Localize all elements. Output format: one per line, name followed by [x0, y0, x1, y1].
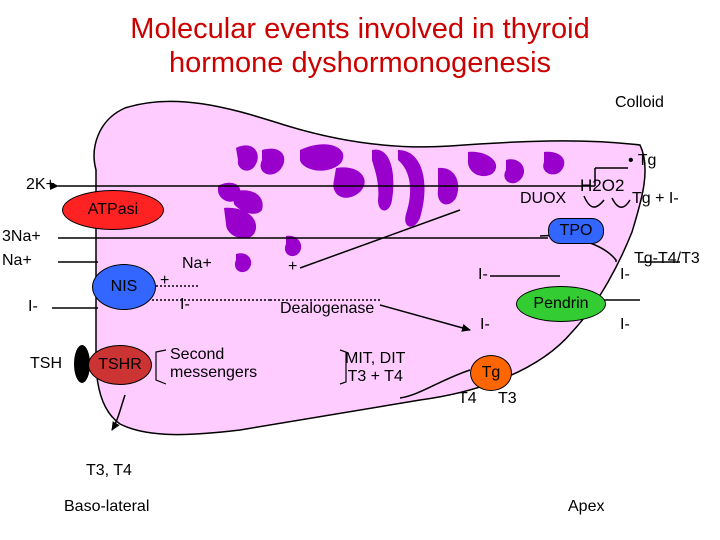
dealogenase-label: Dealogenase	[280, 300, 375, 317]
apex-label: Apex	[568, 498, 605, 515]
tpo-label: TPO	[559, 222, 593, 239]
pendrin-label: Pendrin	[533, 295, 589, 312]
tpo-enzyme: TPO	[548, 218, 604, 244]
sodium-inside-label: Na+	[182, 255, 212, 272]
pendrin-transporter: Pendrin	[516, 286, 606, 322]
duox-label: DUOX	[520, 190, 567, 207]
nis-transporter: NIS	[92, 264, 156, 310]
iodide-apical-upper-label: I-	[620, 266, 630, 283]
tg-colloid-label: • Tg	[628, 152, 657, 169]
h2o2-label: H2O2	[580, 176, 625, 195]
tg-droplet-label: Tg	[481, 364, 501, 381]
t3-t4-output-label: T3, T4	[86, 462, 132, 479]
title-line-1: Molecular events involved in thyroid	[130, 13, 590, 45]
tsh-receptor-ligand	[74, 345, 90, 383]
second-messengers-label: Second messengers	[170, 346, 258, 381]
sodium-label: Na+	[2, 252, 32, 269]
t3-label: T3	[498, 390, 517, 407]
tg-plus-iodide-label: Tg + I-	[632, 190, 679, 207]
tshr-receptor: TSHR	[88, 345, 152, 385]
potassium-label: 2K+	[26, 176, 55, 193]
nis-label: NIS	[110, 278, 138, 295]
t4-label: T4	[458, 390, 477, 407]
plus-sign-1: +	[160, 272, 170, 289]
tsh-label: TSH	[30, 355, 62, 372]
thyroglobulin-droplet: Tg	[470, 355, 512, 391]
iodide-inside-label: I-	[180, 296, 190, 313]
iodide-upper-label: I-	[478, 266, 488, 283]
sodium-3-label: 3Na+	[2, 228, 41, 245]
title-line-2: hormone dyshormonogenesis	[168, 47, 552, 79]
baso-lateral-label: Baso-lateral	[64, 498, 150, 515]
tshr-label: TSHR	[98, 356, 142, 373]
iodide-lower-label: I-	[480, 316, 490, 333]
iodide-outside-label: I-	[28, 298, 38, 315]
colloid-label: Colloid	[615, 94, 664, 111]
mit-dit-label: MIT, DIT T3 + T4	[345, 350, 406, 385]
plus-sign-2: +	[288, 258, 298, 275]
organelle-cluster	[218, 144, 565, 273]
tg-t4-t3-label: Tg-T4/T3	[634, 250, 700, 267]
atpase-label: ATPasi	[87, 201, 139, 218]
atpase-pump: ATPasi	[62, 190, 164, 230]
iodide-apical-lower-label: I-	[620, 316, 630, 333]
